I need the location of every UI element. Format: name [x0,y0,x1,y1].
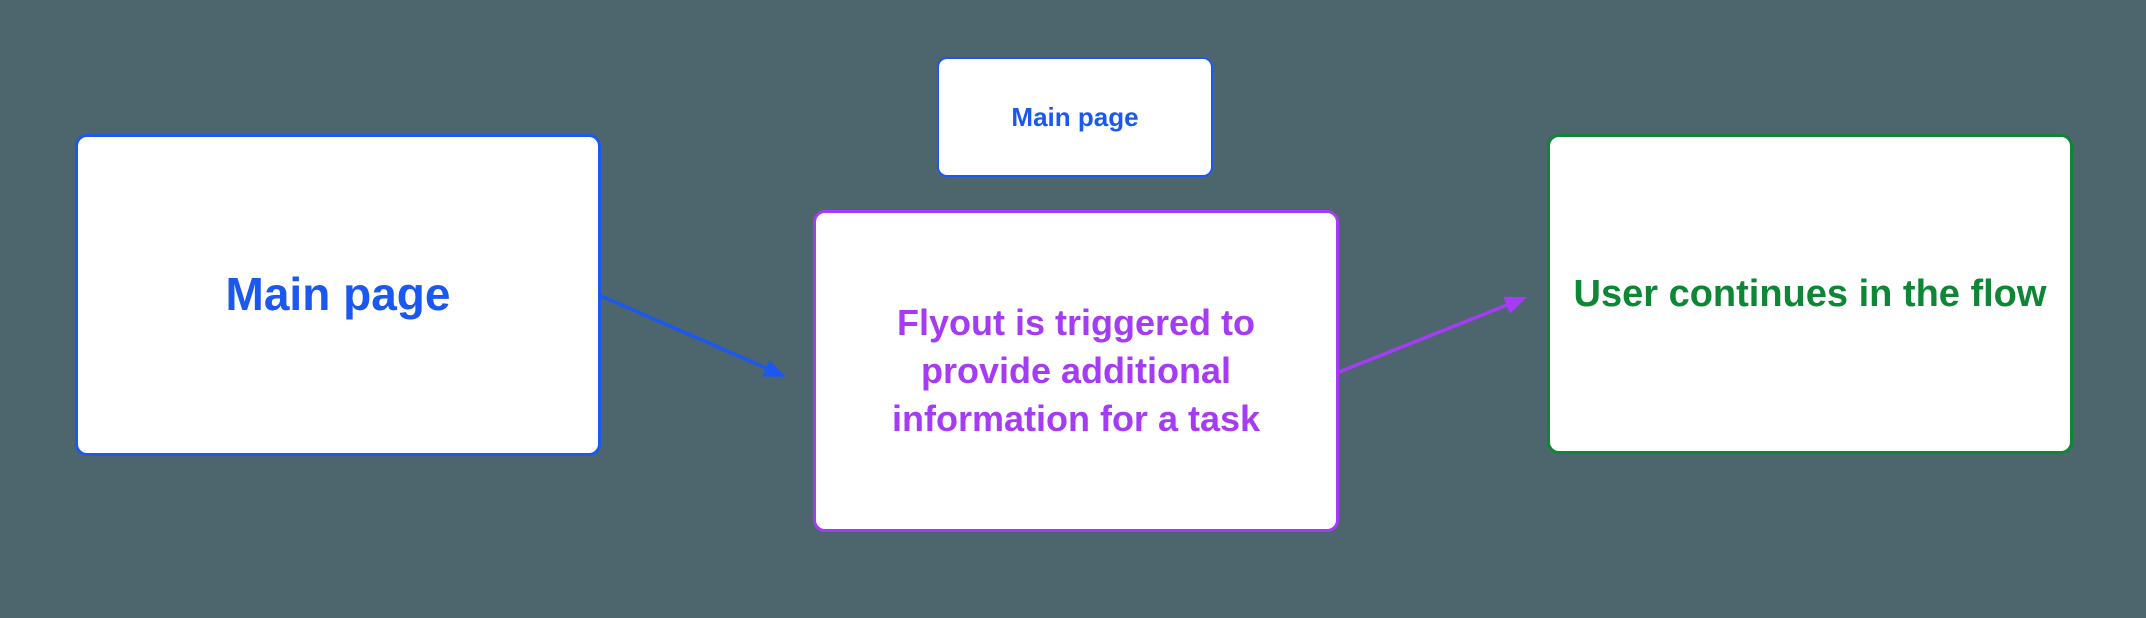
node-main-page-small[interactable]: Main page [937,57,1213,177]
connector-main-to-flyout[interactable] [600,294,786,377]
arrowhead-flyout-to-user [1503,296,1527,314]
connector-flyout-to-user[interactable] [1338,296,1527,374]
node-user-continues[interactable]: User continues in the flow [1547,134,2073,454]
node-main-page-small-label: Main page [1011,101,1139,132]
node-flyout-info[interactable]: Flyout is triggered to provide additiona… [813,210,1339,532]
node-main-page-label: Main page [225,268,451,321]
node-flyout-info-label: Flyout is triggered to provide additiona… [891,302,1261,439]
arrowhead-main-to-flyout [762,360,786,377]
node-main-page[interactable]: Main page [75,134,601,456]
node-user-continues-label: User continues in the flow [1573,272,2047,315]
